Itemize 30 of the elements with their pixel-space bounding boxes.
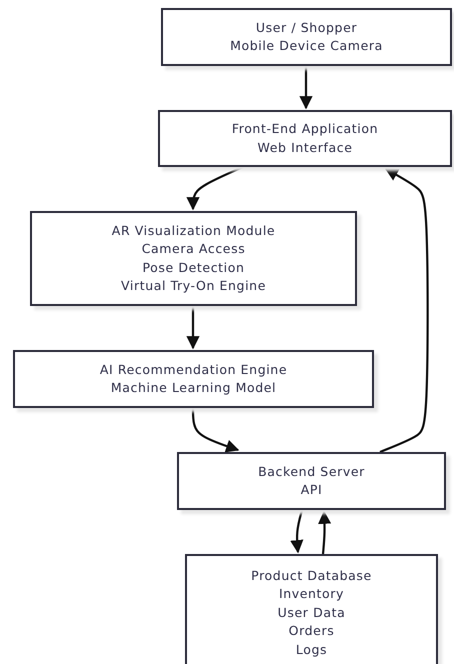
arrow xyxy=(186,166,244,210)
box-text: AI Recommendation Engine xyxy=(100,360,288,379)
box-text: Mobile Device Camera xyxy=(230,37,383,55)
process-box xyxy=(185,554,438,664)
box-text: Pose Detection xyxy=(142,258,245,276)
arrow xyxy=(318,510,332,554)
arrow xyxy=(290,510,304,554)
box-text: User / Shopper xyxy=(256,18,358,37)
arrow xyxy=(186,306,200,350)
box-text: Logs xyxy=(296,640,328,659)
process-box xyxy=(30,211,357,306)
box-text: Product Database xyxy=(251,566,372,585)
box-text: AR Visualization Module xyxy=(112,222,276,240)
box-text: Virtual Try-On Engine xyxy=(121,277,266,295)
box-text: Backend Server xyxy=(258,462,365,480)
box-text: Web Interface xyxy=(258,138,352,156)
box-text: Inventory xyxy=(278,585,344,604)
arrow xyxy=(299,66,313,110)
box-text: API xyxy=(300,481,322,499)
process-box xyxy=(13,350,374,408)
process-box xyxy=(161,8,452,66)
box-text: User Data xyxy=(278,604,346,622)
box-text: Orders xyxy=(288,622,334,640)
process-box xyxy=(158,110,452,167)
process-box xyxy=(177,452,446,510)
box-text: Machine Learning Model xyxy=(110,379,276,397)
box-text: Camera Access xyxy=(142,240,246,258)
arrow xyxy=(380,168,429,454)
box-text: Front-End Application xyxy=(232,120,378,138)
arrow xyxy=(192,408,240,452)
